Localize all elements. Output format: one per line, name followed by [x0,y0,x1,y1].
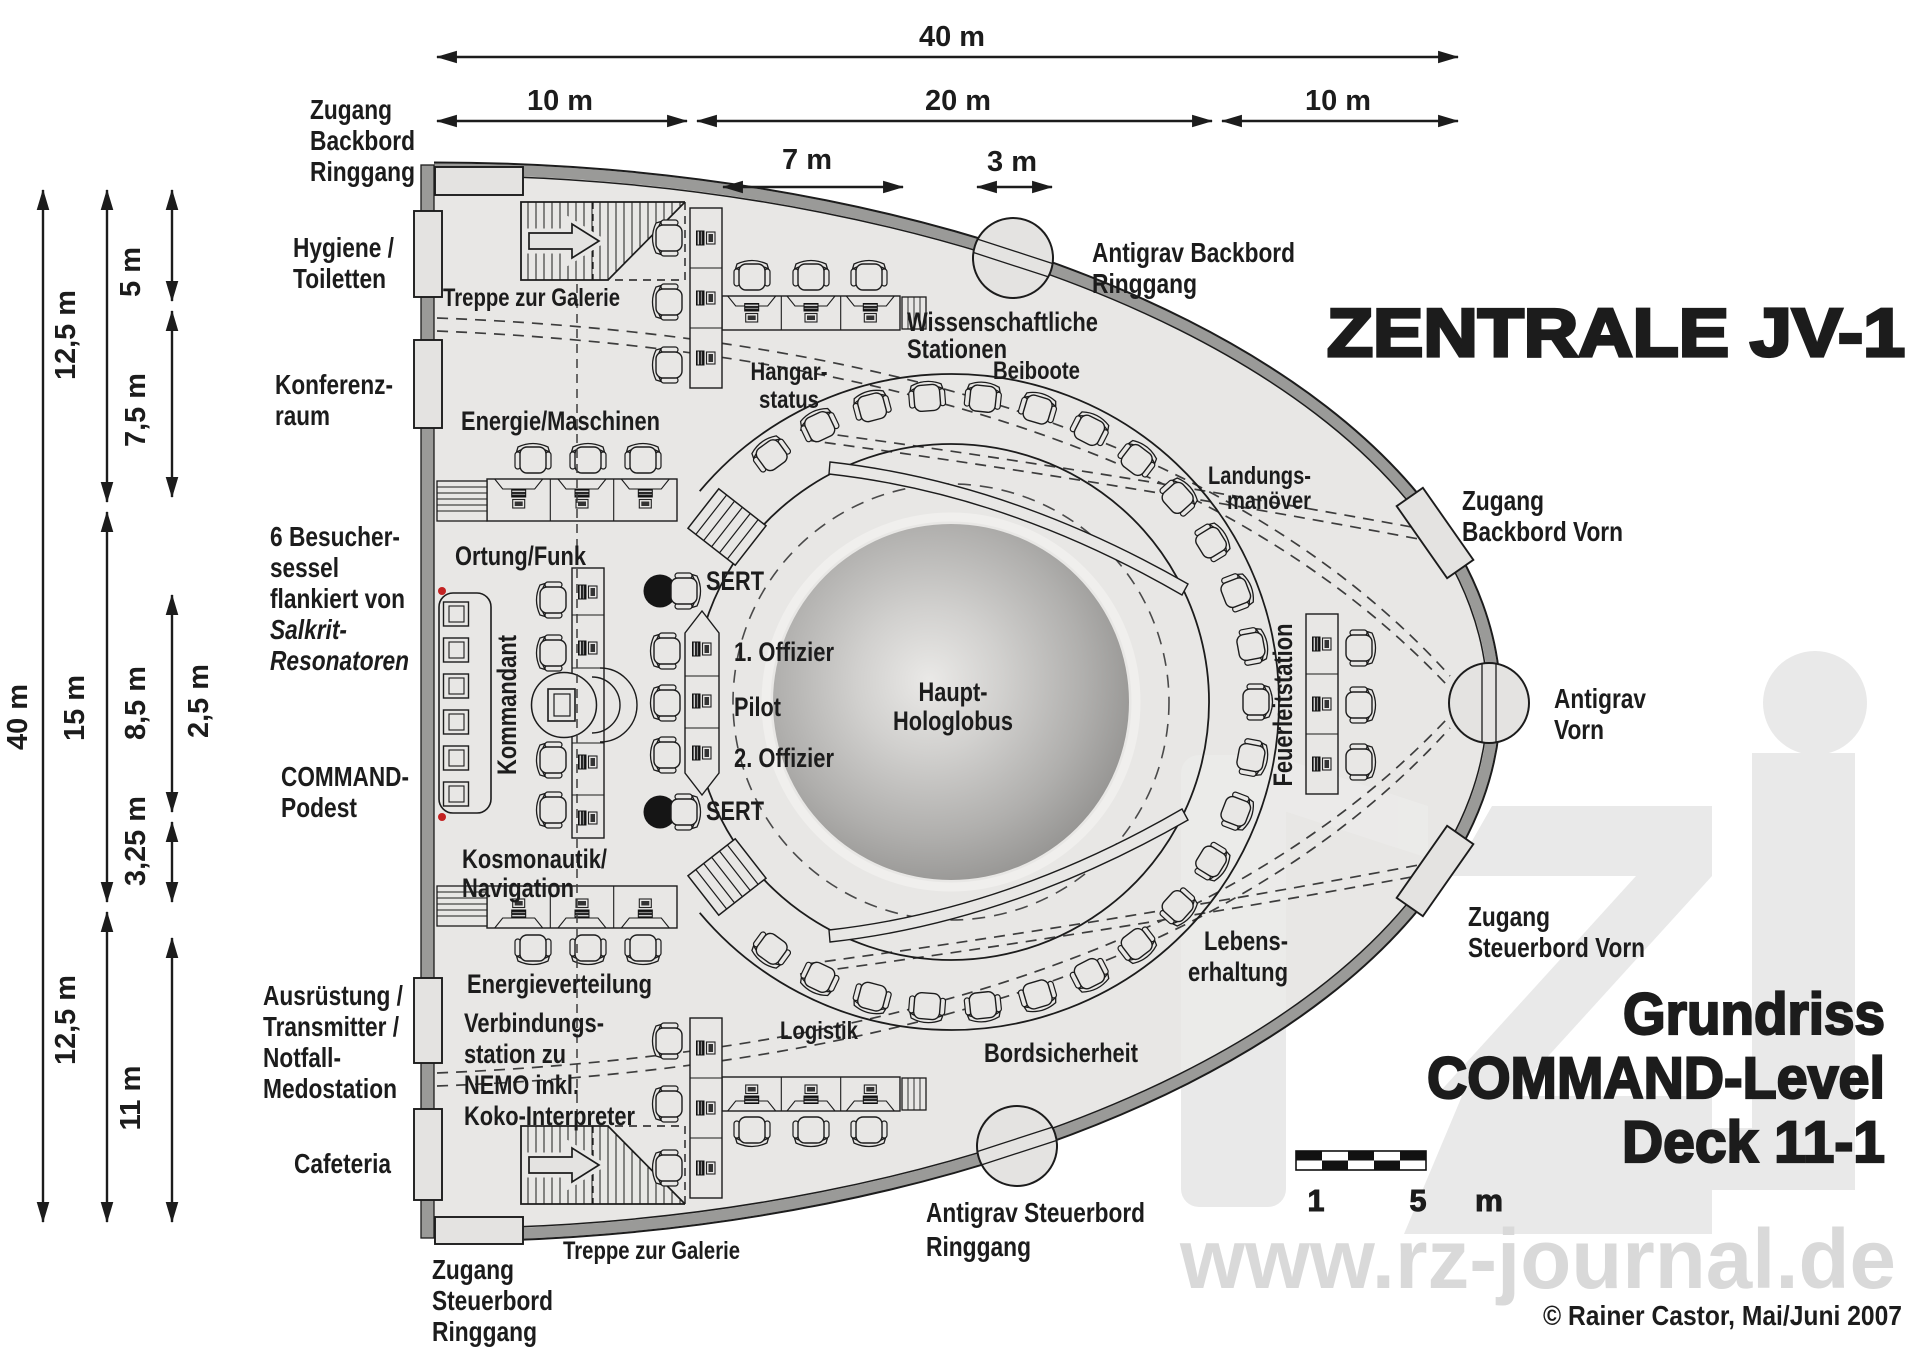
svg-text:Salkrit-: Salkrit- [270,614,347,645]
svg-text:2,5 m: 2,5 m [183,664,215,738]
svg-text:Haupt-: Haupt- [919,677,988,707]
svg-text:Ringgang: Ringgang [926,1231,1031,1262]
svg-text:12,5 m: 12,5 m [50,975,82,1065]
svg-text:40 m: 40 m [2,684,34,750]
svg-text:COMMAND-Level: COMMAND-Level [1427,1046,1885,1111]
svg-text:© Rainer Castor, Mai/Juni 2007: © Rainer Castor, Mai/Juni 2007 [1543,1300,1902,1331]
svg-text:2. Offizier: 2. Offizier [734,743,834,773]
svg-text:Zugang: Zugang [1462,485,1544,516]
svg-text:Toiletten: Toiletten [293,263,386,294]
svg-text:Grundriss: Grundriss [1623,982,1885,1047]
svg-text:flankiert von: flankiert von [270,583,405,614]
svg-text:Energie/Maschinen: Energie/Maschinen [461,406,660,436]
svg-text:Antigrav Steuerbord: Antigrav Steuerbord [926,1197,1145,1228]
svg-text:5 m: 5 m [115,247,147,297]
svg-text:ZENTRALE JV-1: ZENTRALE JV-1 [1327,295,1905,371]
svg-text:Antigrav Backbord: Antigrav Backbord [1092,237,1295,268]
svg-text:m: m [1475,1183,1503,1218]
svg-text:1. Offizier: 1. Offizier [734,637,834,667]
svg-text:Notfall-: Notfall- [263,1042,341,1073]
svg-text:Bordsicherheit: Bordsicherheit [984,1038,1138,1068]
svg-text:3 m: 3 m [987,146,1037,178]
svg-text:Podest: Podest [281,792,357,823]
svg-text:Steuerbord: Steuerbord [432,1285,553,1316]
svg-text:Konferenz-: Konferenz- [275,369,393,400]
svg-text:www.rz-journal.de: www.rz-journal.de [1179,1212,1896,1306]
svg-text:SERT: SERT [706,796,764,826]
svg-text:10 m: 10 m [1305,85,1371,117]
svg-text:Verbindungs-: Verbindungs- [464,1008,604,1038]
svg-text:NEMO inkl.: NEMO inkl. [464,1070,579,1100]
svg-text:Antigrav: Antigrav [1554,683,1646,714]
svg-text:Resonatoren: Resonatoren [270,645,409,676]
svg-text:Kosmonautik/: Kosmonautik/ [462,844,607,874]
svg-text:Hangar-: Hangar- [751,358,828,386]
svg-text:5: 5 [1410,1183,1427,1218]
svg-text:Logistik: Logistik [780,1017,858,1045]
svg-text:20 m: 20 m [925,85,991,117]
svg-text:Energieverteilung: Energieverteilung [467,969,652,999]
svg-text:10 m: 10 m [527,85,593,117]
svg-text:Zugang: Zugang [1468,901,1550,932]
svg-text:Ringgang: Ringgang [310,156,415,187]
svg-text:Ringgang: Ringgang [432,1316,537,1347]
svg-text:7 m: 7 m [782,144,832,176]
svg-text:sessel: sessel [270,552,339,583]
svg-text:Ringgang: Ringgang [1092,268,1197,299]
svg-text:7,5 m: 7,5 m [120,373,152,447]
svg-text:Feuerleitstation: Feuerleitstation [1268,624,1298,787]
svg-text:Hygiene /: Hygiene / [293,232,394,263]
svg-text:Lebens-: Lebens- [1204,926,1288,956]
svg-text:Deck 11-1: Deck 11-1 [1622,1110,1885,1175]
svg-text:Navigation: Navigation [462,873,574,903]
svg-text:erhaltung: erhaltung [1188,957,1288,987]
svg-text:1: 1 [1308,1183,1325,1218]
svg-text:Treppe zur Galerie: Treppe zur Galerie [443,284,620,312]
svg-text:Cafeteria: Cafeteria [294,1148,391,1179]
svg-text:raum: raum [275,400,330,431]
svg-text:6 Besucher-: 6 Besucher- [270,521,400,552]
svg-text:Kommandant: Kommandant [492,635,522,775]
svg-text:Wissenschaftliche: Wissenschaftliche [907,307,1098,337]
svg-text:Steuerbord Vorn: Steuerbord Vorn [1468,932,1645,963]
svg-text:Landungs-: Landungs- [1208,462,1311,490]
svg-text:Stationen: Stationen [907,334,1007,364]
svg-text:Pilot: Pilot [734,692,781,722]
svg-text:8,5 m: 8,5 m [120,666,152,740]
svg-text:Transmitter /: Transmitter / [263,1011,399,1042]
svg-text:Ausrüstung /: Ausrüstung / [263,980,403,1011]
svg-text:Koko-Interpreter: Koko-Interpreter [464,1101,635,1131]
svg-text:Backbord Vorn: Backbord Vorn [1462,516,1623,547]
svg-text:40 m: 40 m [919,21,985,53]
svg-text:12,5 m: 12,5 m [50,290,82,380]
svg-text:Backbord: Backbord [310,125,415,156]
svg-text:SERT: SERT [706,566,764,596]
svg-text:Medostation: Medostation [263,1073,397,1104]
svg-text:status: status [759,386,819,414]
svg-text:station zu: station zu [464,1039,566,1069]
svg-text:Hologlobus: Hologlobus [893,706,1013,736]
svg-text:COMMAND-: COMMAND- [281,761,409,792]
svg-text:11 m: 11 m [115,1066,147,1131]
svg-text:15 m: 15 m [59,675,91,741]
svg-text:Vorn: Vorn [1554,714,1604,745]
svg-text:3,25 m: 3,25 m [120,796,152,886]
svg-text:Zugang: Zugang [310,94,392,125]
svg-text:Zugang: Zugang [432,1254,514,1285]
svg-text:Beiboote: Beiboote [993,357,1080,385]
svg-text:manöver: manöver [1227,487,1311,515]
svg-text:Ortung/Funk: Ortung/Funk [455,541,587,571]
svg-text:Treppe zur Galerie: Treppe zur Galerie [563,1237,740,1265]
